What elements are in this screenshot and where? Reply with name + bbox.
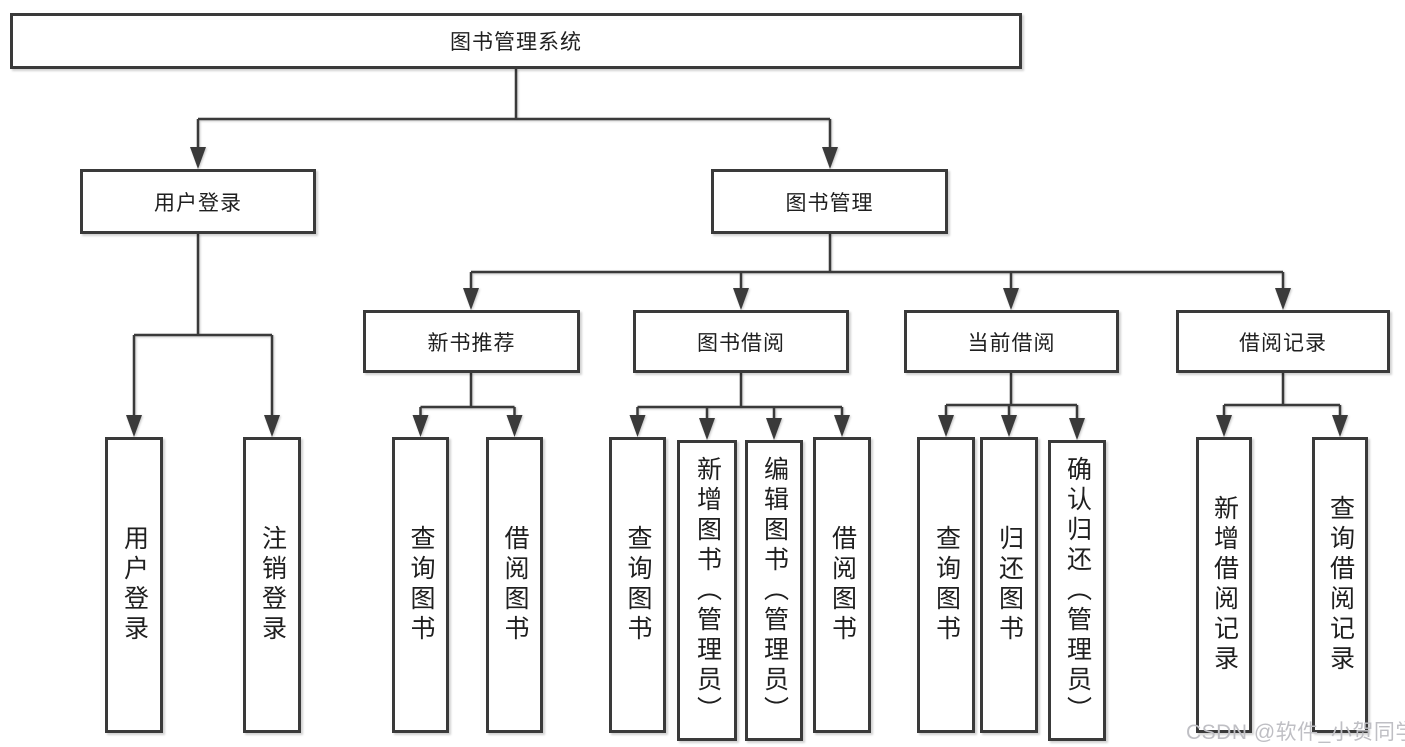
node-root-label: 图书管理系统 — [450, 31, 582, 54]
node-user-login-label: 用户登录 — [154, 191, 242, 215]
leaf-records-query-record: 查询借阅记录 — [1312, 437, 1368, 733]
leaf-current-confirm-return-admin: 确认归还（管理员） — [1048, 440, 1106, 741]
leaf-logout: 注销登录 — [243, 437, 301, 733]
leaf-records-add-record-label: 新增借阅记录 — [1210, 495, 1239, 675]
node-borrow-records-label: 借阅记录 — [1239, 331, 1327, 355]
node-new-book-recommend-label: 新书推荐 — [427, 331, 516, 355]
node-current-borrowing-label: 当前借阅 — [967, 331, 1056, 355]
edge-book-management-to-level3 — [463, 234, 1291, 310]
leaf-current-return-books-label: 归还图书 — [995, 525, 1024, 645]
node-book-borrowing-label: 图书借阅 — [697, 331, 785, 355]
edge-user-login-to-leaves — [126, 234, 280, 437]
leaf-records-add-record: 新增借阅记录 — [1196, 437, 1252, 733]
leaf-newbook-query-books-label: 查询图书 — [407, 525, 435, 645]
edge-book-borrowing-to-leaves — [629, 373, 850, 440]
leaf-logout-label: 注销登录 — [258, 525, 287, 645]
leaf-newbook-borrow-books-label: 借阅图书 — [501, 525, 529, 645]
node-user-login: 用户登录 — [80, 169, 316, 234]
leaf-borrowing-borrow-books: 借阅图书 — [813, 437, 871, 733]
node-root: 图书管理系统 — [10, 13, 1022, 69]
leaf-records-query-record-label: 查询借阅记录 — [1326, 495, 1355, 675]
edge-borrow-records-to-leaves — [1216, 373, 1348, 437]
leaf-borrowing-edit-books-admin-label: 编辑图书（管理员） — [760, 455, 789, 726]
edge-root-to-level2 — [190, 69, 838, 169]
leaf-current-confirm-return-admin-label: 确认归还（管理员） — [1063, 455, 1092, 726]
leaf-user-login-label: 用户登录 — [120, 525, 149, 645]
node-current-borrowing: 当前借阅 — [904, 310, 1119, 373]
leaf-current-query-books: 查询图书 — [917, 437, 975, 733]
leaf-borrowing-edit-books-admin: 编辑图书（管理员） — [745, 440, 803, 741]
csdn-watermark: CSDN @软件_小贺同学 — [1186, 721, 1405, 744]
leaf-borrowing-add-books-admin: 新增图书（管理员） — [677, 440, 737, 741]
leaf-current-query-books-label: 查询图书 — [932, 525, 961, 645]
leaf-user-login: 用户登录 — [105, 437, 163, 733]
leaf-borrowing-query-books-label: 查询图书 — [624, 525, 652, 645]
edge-new-book-recommend-to-leaves — [412, 373, 523, 437]
node-borrow-records: 借阅记录 — [1176, 310, 1390, 373]
leaf-current-return-books: 归还图书 — [980, 437, 1038, 733]
leaf-borrowing-add-books-admin-label: 新增图书（管理员） — [693, 455, 722, 726]
leaf-newbook-query-books: 查询图书 — [392, 437, 449, 733]
leaf-borrowing-query-books: 查询图书 — [609, 437, 666, 733]
node-book-management-label: 图书管理 — [785, 191, 874, 215]
edge-current-borrowing-to-leaves — [938, 373, 1085, 440]
node-book-borrowing: 图书借阅 — [633, 310, 849, 373]
node-new-book-recommend: 新书推荐 — [363, 310, 580, 373]
leaf-newbook-borrow-books: 借阅图书 — [486, 437, 543, 733]
leaf-borrowing-borrow-books-label: 借阅图书 — [828, 525, 857, 645]
node-book-management: 图书管理 — [711, 169, 948, 234]
